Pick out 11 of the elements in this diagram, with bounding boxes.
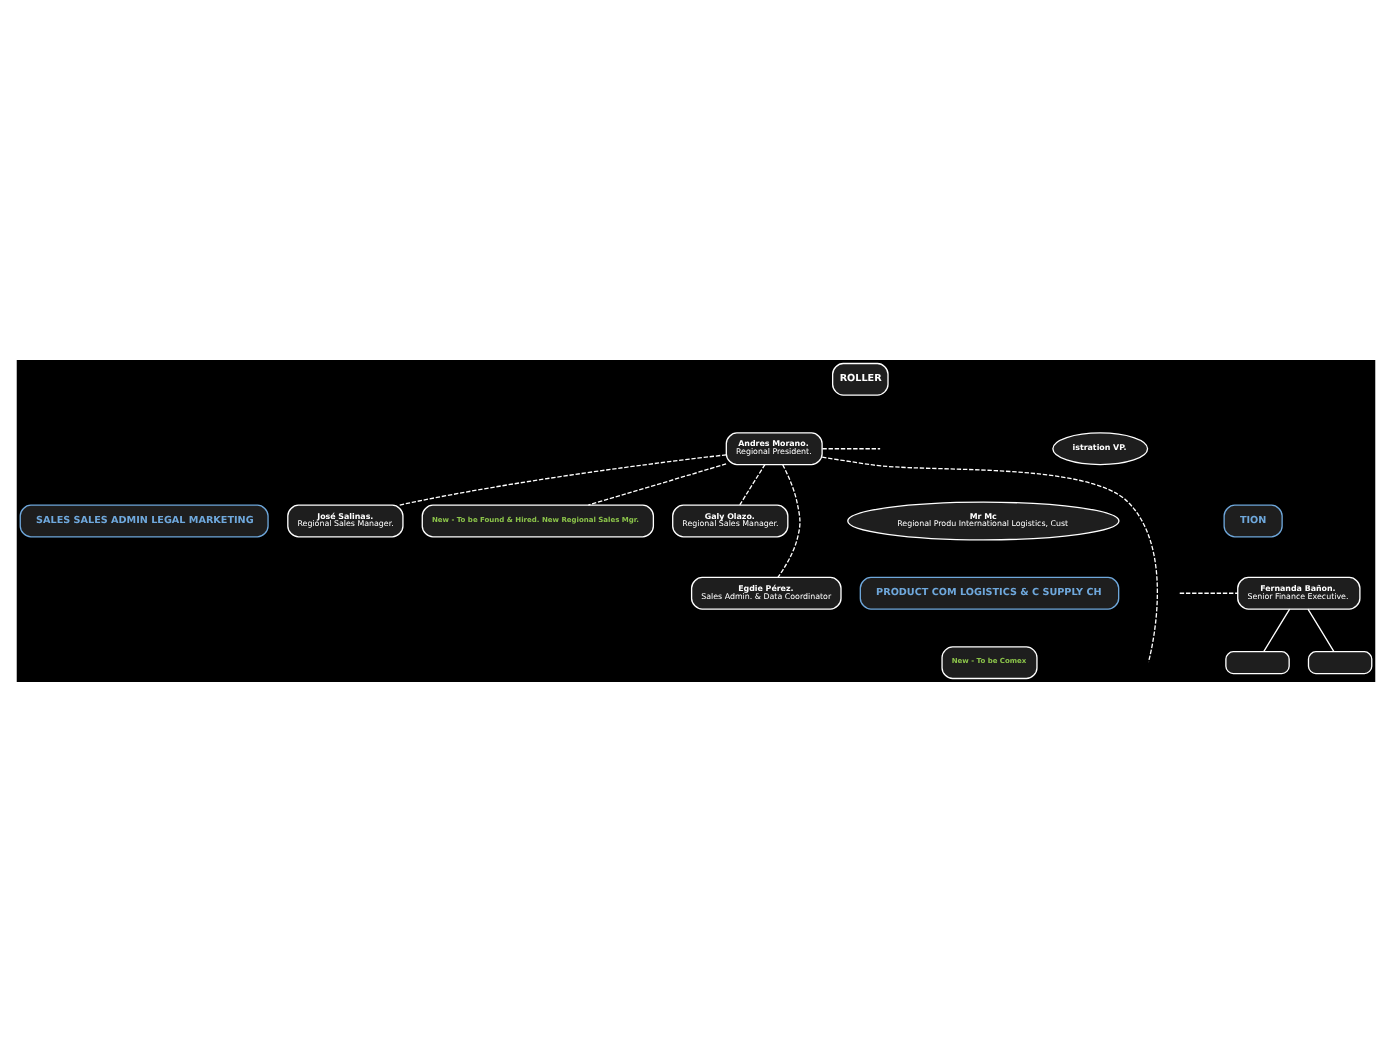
connector xyxy=(1179,591,1239,593)
node-box xyxy=(1307,650,1373,674)
connector xyxy=(398,453,727,505)
node-box xyxy=(1225,650,1290,674)
connector xyxy=(821,447,881,449)
connector xyxy=(1307,607,1335,652)
connector xyxy=(821,455,1158,662)
connector xyxy=(739,462,766,505)
connector xyxy=(587,462,727,505)
connector xyxy=(1263,607,1291,652)
connector xyxy=(777,463,801,578)
